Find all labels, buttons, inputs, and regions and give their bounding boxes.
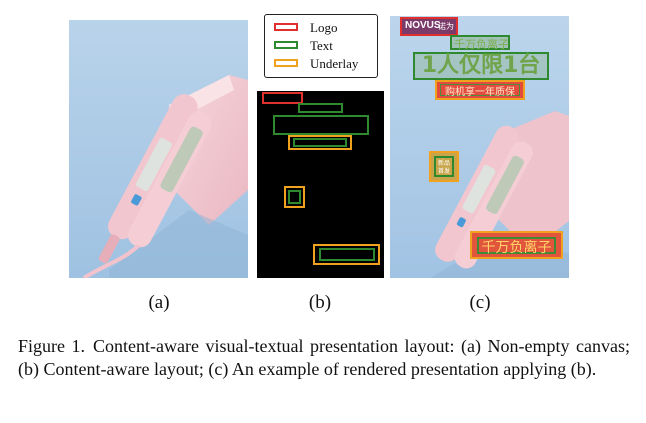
panel-a-image bbox=[69, 20, 248, 278]
text-box-warranty bbox=[293, 138, 347, 147]
poster-badge-frame: 千万负离子 bbox=[477, 237, 556, 256]
legend-label-text: Text bbox=[310, 38, 333, 53]
poster-warranty-text: 购机享一年质保 bbox=[445, 87, 515, 98]
poster-logo-frame: NOVUS 诺为 bbox=[400, 17, 458, 36]
label-c: (c) bbox=[469, 292, 491, 313]
text-box-small bbox=[288, 190, 301, 204]
product-photo bbox=[69, 20, 248, 278]
poster-headline-frame: 1人仅限1台 bbox=[413, 52, 549, 80]
poster-text-top-frame: 千万负离子 bbox=[450, 35, 510, 51]
poster-headline: 1人仅限1台 bbox=[421, 53, 541, 78]
poster-warranty-underlay: 购机享一年质保 bbox=[435, 80, 525, 100]
panel-c-poster: NOVUS 诺为 千万负离子 1人仅限1台 购机享一年质保 新品 首发 千万负离… bbox=[390, 16, 569, 278]
poster-warranty-frame: 购机享一年质保 bbox=[440, 84, 520, 98]
legend-swatch-underlay bbox=[274, 59, 298, 67]
legend-label-logo: Logo bbox=[310, 20, 338, 35]
poster-logo-brand: NOVUS bbox=[405, 20, 441, 31]
underlay-box-small bbox=[284, 186, 305, 208]
poster-small-line1: 新品 bbox=[437, 160, 450, 167]
logo-box bbox=[262, 92, 303, 104]
legend-swatch-text bbox=[274, 41, 298, 49]
poster-text-top: 千万负离子 bbox=[454, 38, 509, 51]
legend-swatch-logo bbox=[274, 23, 298, 31]
panel-b-layout bbox=[257, 91, 384, 278]
label-b: (b) bbox=[308, 292, 332, 313]
caption-label: Figure 1. bbox=[18, 336, 86, 356]
legend-label-underlay: Underlay bbox=[310, 56, 359, 71]
caption-text: Content-aware visual-textual presentatio… bbox=[18, 336, 630, 379]
legend: Logo Text Underlay bbox=[264, 14, 378, 78]
poster-small-frame: 新品 首发 bbox=[434, 156, 454, 177]
poster-logo-cn: 诺为 bbox=[438, 22, 454, 31]
underlay-box-warranty bbox=[288, 135, 352, 150]
poster-badge-text: 千万负离子 bbox=[481, 240, 552, 256]
poster-small-underlay: 新品 首发 bbox=[429, 151, 459, 182]
underlay-box-badge bbox=[313, 244, 380, 265]
text-box-top bbox=[298, 103, 343, 113]
text-box-headline bbox=[273, 115, 369, 135]
figure-caption: Figure 1.Content-aware visual-textual pr… bbox=[18, 335, 630, 381]
text-box-badge bbox=[319, 248, 375, 261]
poster-small-line2: 首发 bbox=[437, 168, 450, 175]
poster-badge-underlay: 千万负离子 bbox=[470, 231, 563, 259]
label-a: (a) bbox=[148, 292, 170, 313]
